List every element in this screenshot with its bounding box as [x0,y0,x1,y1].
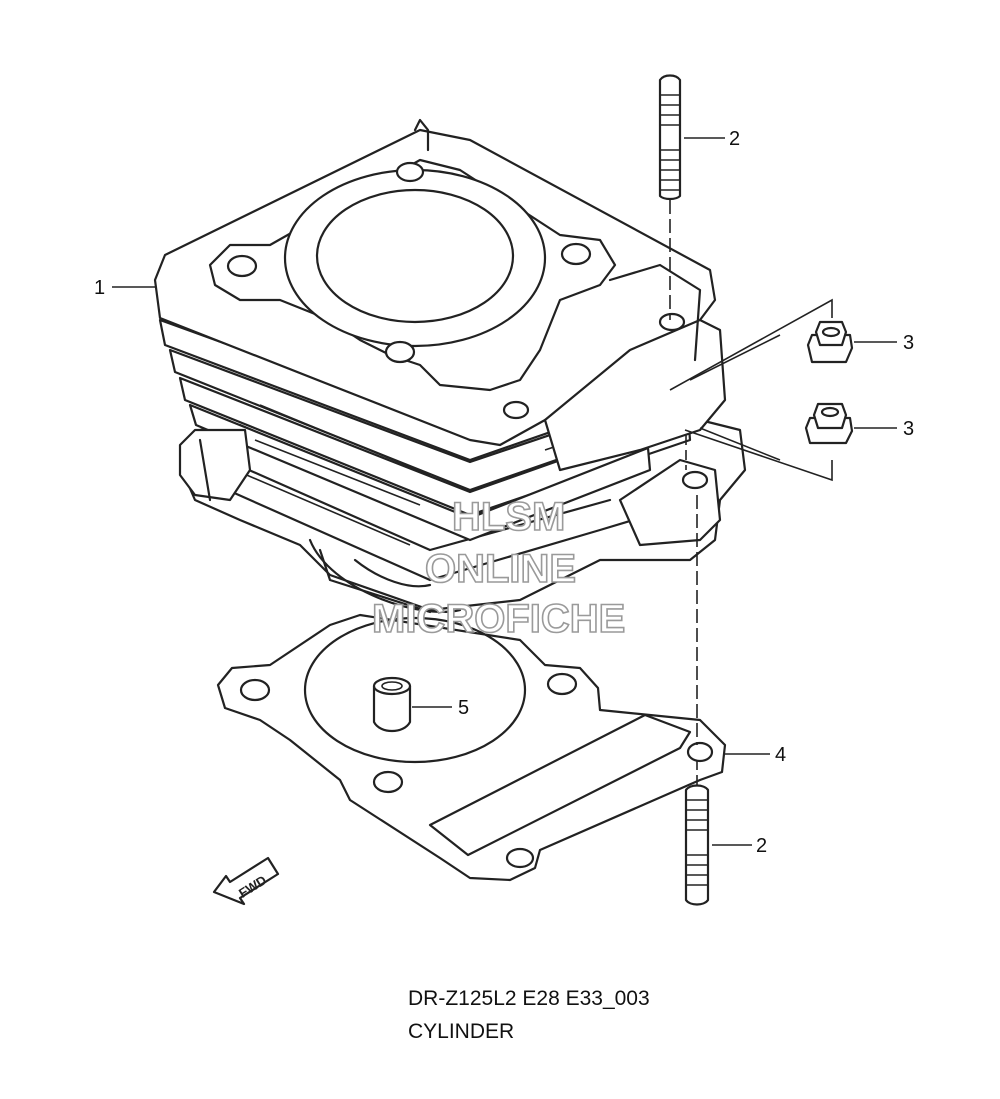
assembly-center-lines [669,200,833,790]
watermark-line-2: ONLINE [425,547,576,591]
watermark-line-1: HLSM [452,495,565,539]
fwd-arrow-icon: FWD [212,856,280,906]
callout-2-upper: 2 [729,128,740,150]
callout-1: 1 [94,277,105,299]
cylinder-part-1[interactable] [153,118,747,614]
callout-5: 5 [458,697,469,719]
stud-part-2-upper[interactable] [658,74,682,201]
diagram-code: DR-Z125L2 E28 E33_003 [408,987,650,1010]
diagram-title: CYLINDER [408,1020,515,1043]
cylinder-base-gasket-part-4[interactable] [216,613,727,882]
callout-4: 4 [775,744,786,766]
dowel-pin-part-5[interactable] [372,676,412,733]
leader-lines [112,137,897,846]
nut-part-3-upper[interactable] [806,320,854,364]
stud-part-2-lower[interactable] [684,784,710,906]
callout-3-upper: 3 [903,332,914,354]
nut-part-3-lower[interactable] [804,402,854,445]
callout-3-lower: 3 [903,418,914,440]
callout-2-lower: 2 [756,835,767,857]
watermark-line-3: MICROFICHE [372,597,625,641]
watermark: HLSM ONLINE MICROFICHE [371,494,626,642]
